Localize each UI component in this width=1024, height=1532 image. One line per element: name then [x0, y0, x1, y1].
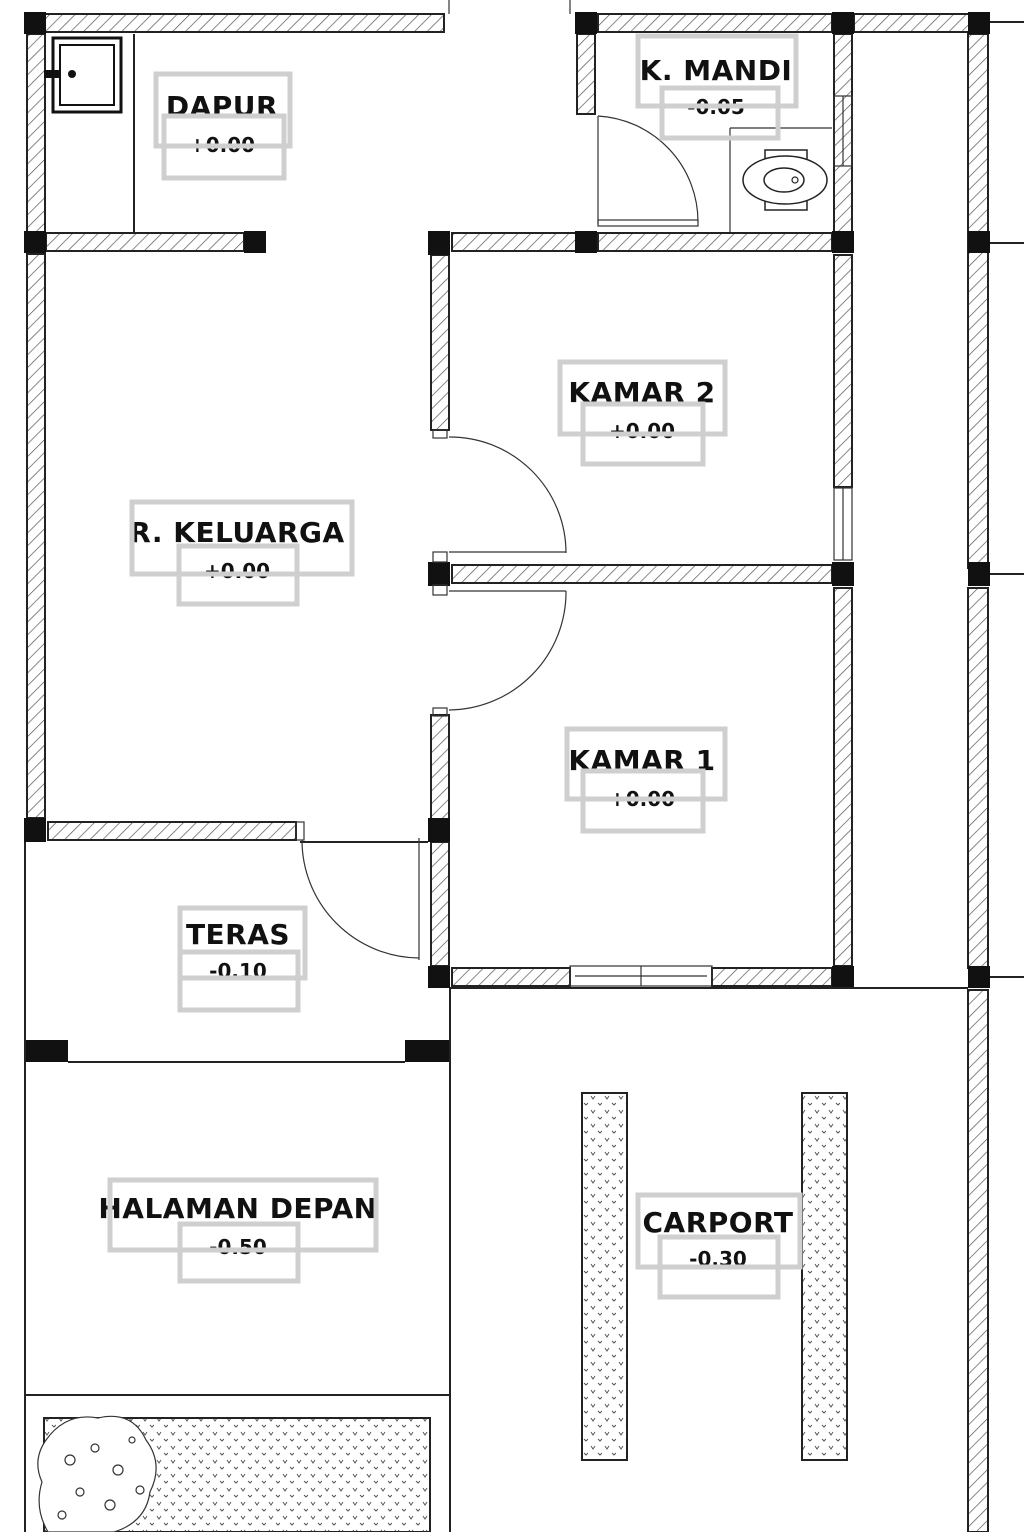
carport-tracks [581, 1092, 848, 1461]
room-label-carport: CARPORT -0.30 [635, 1192, 803, 1300]
toilet-icon [742, 149, 828, 211]
room-level: +0.00 [204, 559, 270, 583]
room-label-kamar-2: KAMAR 2 +0.00 [557, 359, 728, 467]
room-label-teras: TERAS -0.10 [177, 905, 308, 1013]
sink-icon [44, 36, 123, 114]
room-name: HALAMAN DEPAN [98, 1192, 377, 1225]
room-name: TERAS [186, 918, 290, 951]
room-name: CARPORT [642, 1206, 793, 1239]
room-label-kamar-1: KAMAR 1 +0.00 [564, 726, 728, 834]
garden-area [37, 1415, 431, 1532]
walls [26, 13, 989, 1532]
tree-icon [37, 1415, 157, 1532]
doors [295, 115, 699, 960]
columns [24, 12, 990, 1062]
room-level: +0.00 [609, 419, 675, 443]
outline-lines [24, 0, 1024, 1532]
room-label-dapur: DAPUR +0.00 [153, 71, 293, 181]
room-label-k-mandi: K. MANDI -0.05 [635, 33, 799, 141]
room-level: -0.50 [209, 1235, 267, 1259]
room-label-r-keluarga: R. KELUARGA +0.00 [129, 499, 355, 607]
room-label-halaman-depan: HALAMAN DEPAN -0.50 [98, 1177, 379, 1284]
room-name: K. MANDI [640, 54, 793, 87]
